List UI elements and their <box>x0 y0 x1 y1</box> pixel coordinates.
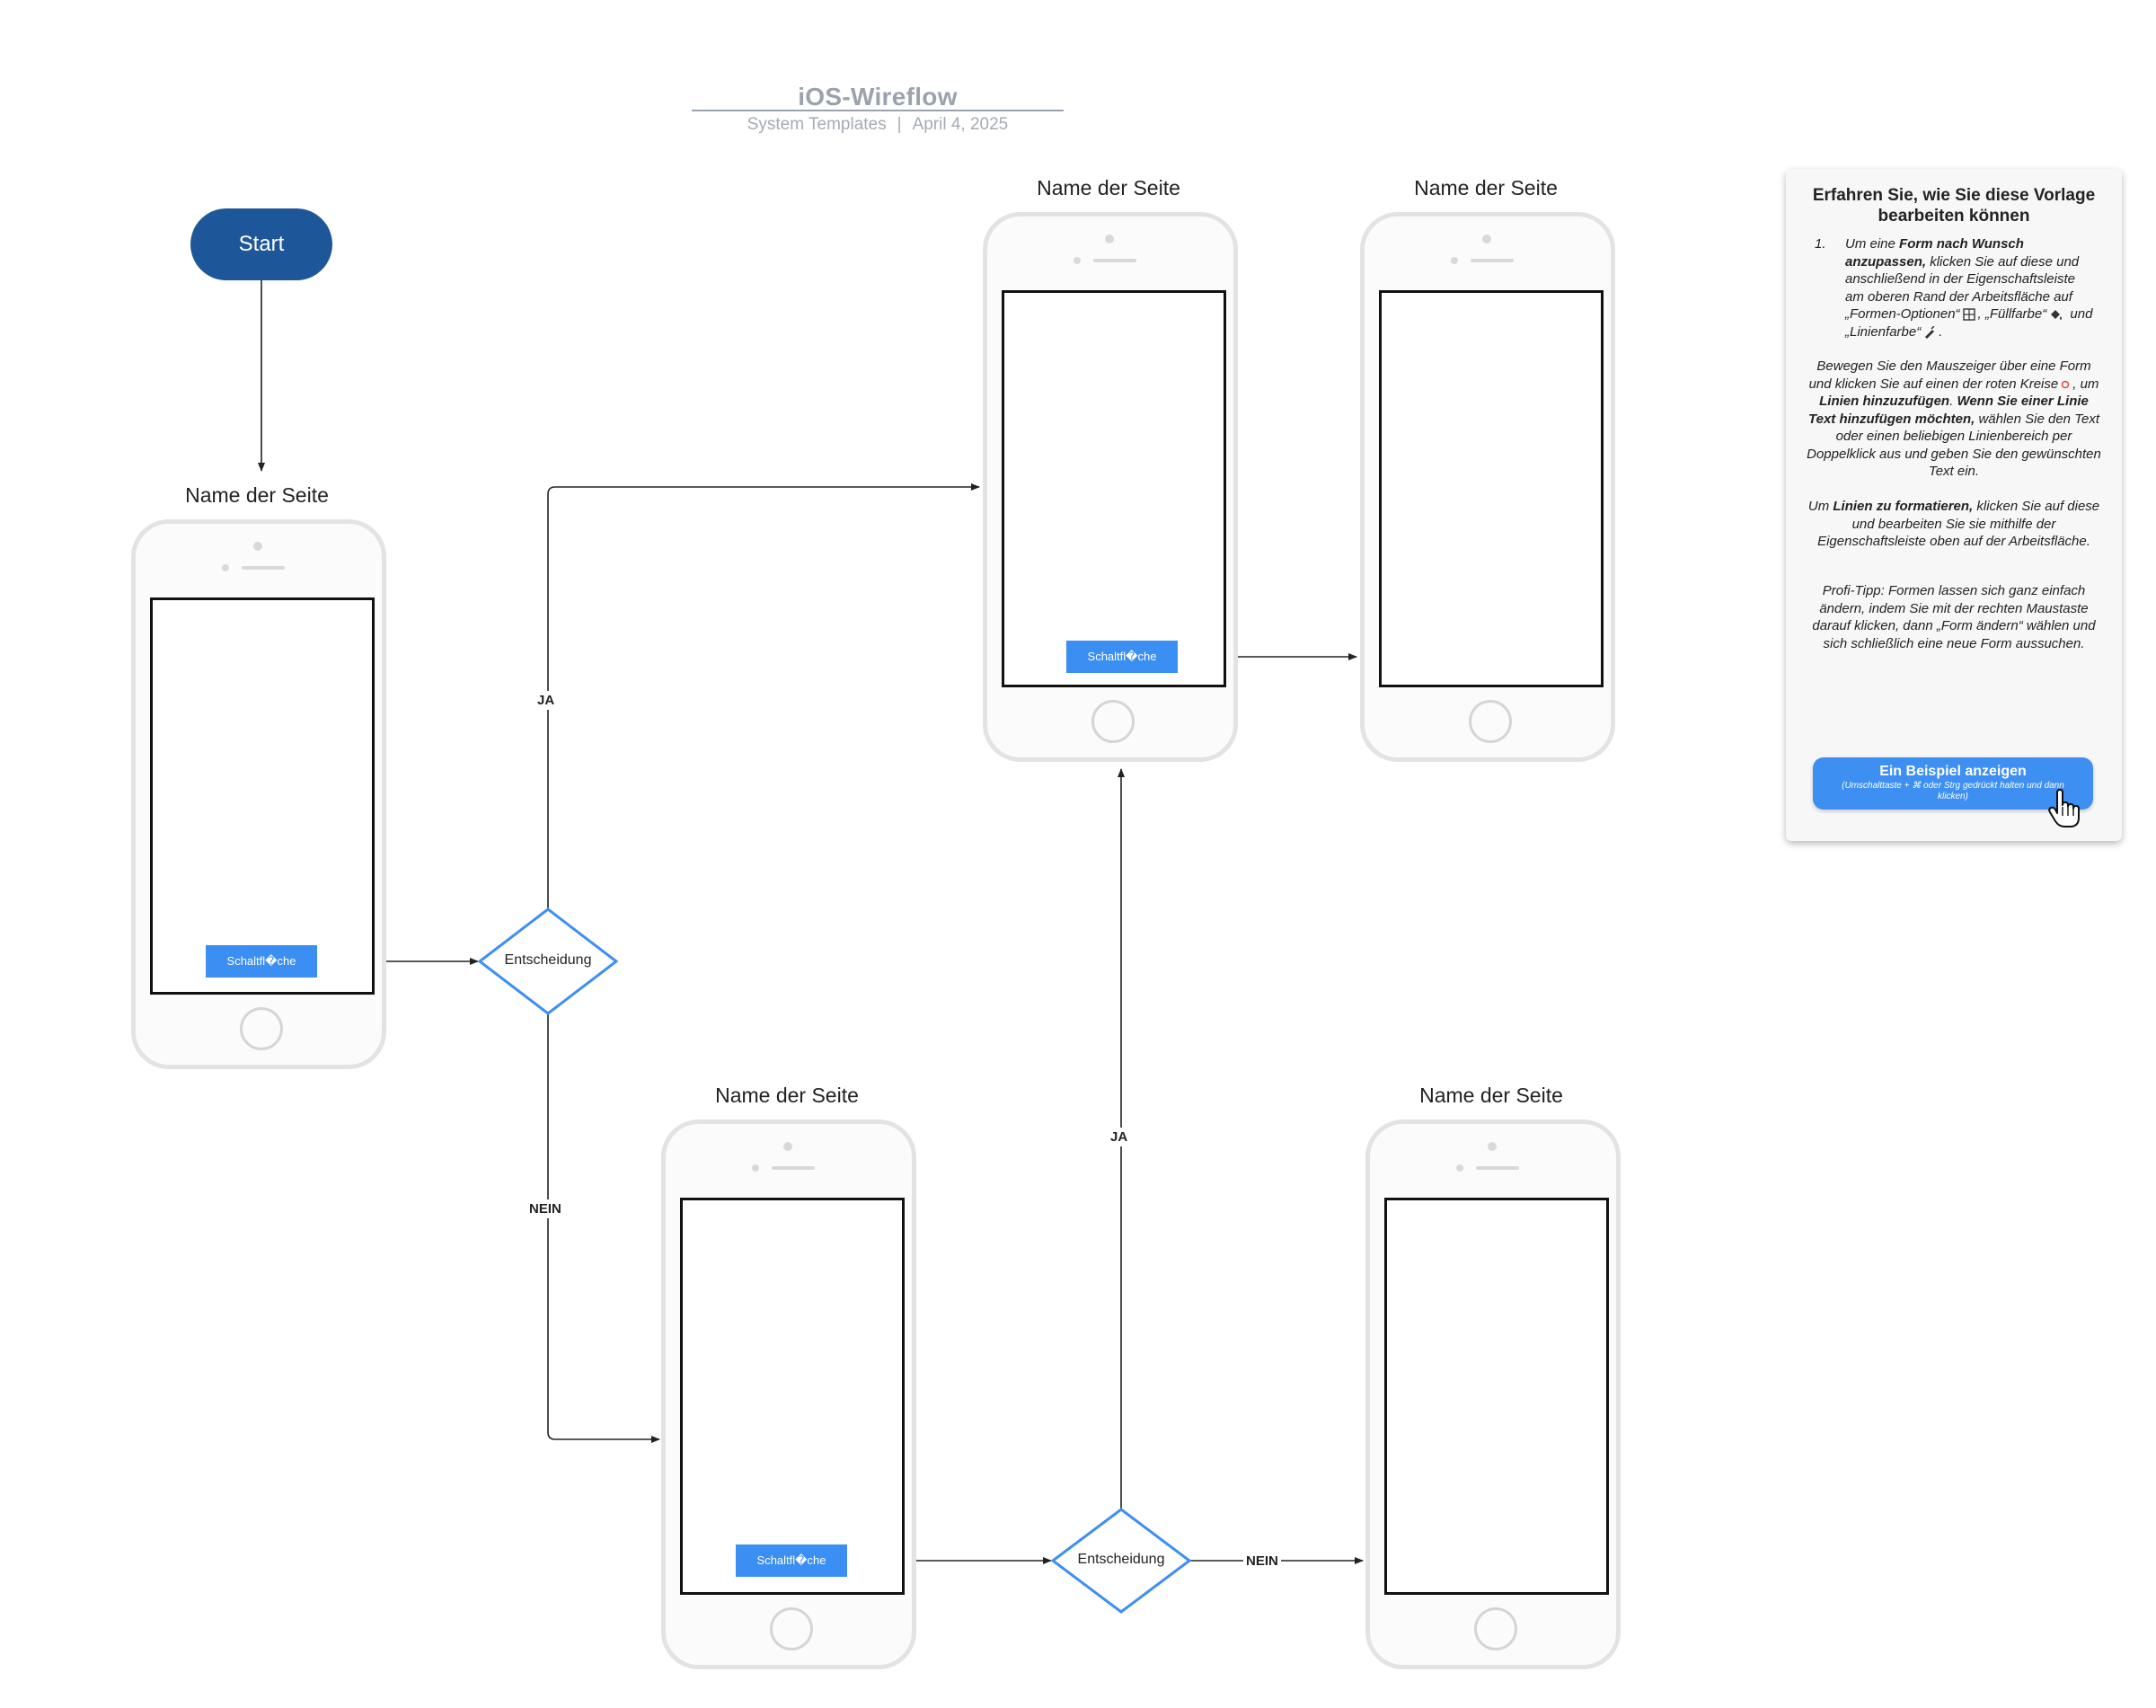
document-meta: System Templates | April 4, 2025 <box>629 115 1127 135</box>
lines-text-e: Wenn Sie einer Linie Text hinzufügen möc… <box>1808 394 2089 427</box>
phone-frame-page-1[interactable] <box>131 519 386 1069</box>
sensor-icon <box>1451 257 1458 264</box>
page-2-button[interactable]: Schaltfl�che <box>1066 641 1178 673</box>
decision-2-shape[interactable] <box>1050 1508 1192 1614</box>
show-example-label: Ein Beispiel anzeigen <box>1879 764 2027 779</box>
instructions-lines: Bewegen Sie den Mauszeiger über eine For… <box>1806 358 2102 481</box>
step-text-f: . <box>1939 323 1943 340</box>
speaker-icon <box>772 1166 815 1170</box>
step-text-a: Um eine <box>1845 236 1895 252</box>
phone-screen[interactable] <box>150 597 375 995</box>
format-text-a: Um <box>1807 499 1830 514</box>
step-text-b: Form nach Wunsch anzupassen, <box>1845 236 2024 270</box>
document-title: iOS-Wireflow <box>798 83 958 111</box>
decision-2-label[interactable]: Entscheidung <box>1077 1552 1165 1567</box>
phone-frame-page-2[interactable] <box>983 212 1238 762</box>
show-example-button[interactable]: Ein Beispiel anzeigen (Umschalttaste + ⌘… <box>1813 757 2093 810</box>
no-label-decision-1[interactable]: NEIN <box>526 1199 564 1218</box>
page-4-label[interactable]: Name der Seite <box>715 1084 859 1107</box>
lines-text-f: wählen Sie den Text oder einen beliebige… <box>1807 411 2101 480</box>
hand-pointer-icon <box>2048 789 2080 827</box>
home-button-icon <box>770 1607 813 1650</box>
page-4-button[interactable]: Schaltfl�che <box>736 1544 847 1577</box>
document-source: System Templates <box>747 115 887 134</box>
meta-divider: | <box>897 115 902 134</box>
decision-1-label[interactable]: Entscheidung <box>504 952 592 968</box>
home-button-icon <box>1469 700 1512 743</box>
page-5-label[interactable]: Name der Seite <box>1419 1084 1563 1107</box>
lines-text-c: Linien hinzuzufügen <box>1819 394 1950 409</box>
page-1-button[interactable]: Schaltfl�che <box>206 945 317 978</box>
step-text-c: klicken Sie auf diese und anschließend i… <box>1845 253 2080 323</box>
speaker-icon <box>1471 259 1514 262</box>
fill-color-icon <box>2051 310 2063 321</box>
phone-frame-page-3[interactable] <box>1360 212 1615 762</box>
sensor-icon <box>1074 257 1081 264</box>
camera-icon <box>1488 1142 1497 1151</box>
sensor-icon <box>752 1164 759 1172</box>
speaker-icon <box>1093 259 1136 262</box>
no-label-decision-2[interactable]: NEIN <box>1243 1552 1281 1571</box>
show-example-hint: (Umschalttaste + ⌘ oder Strg gedrückt ha… <box>1842 781 2064 801</box>
step-number: 1. <box>1815 236 1826 252</box>
home-button-icon <box>240 1007 283 1050</box>
home-button-icon <box>1091 700 1135 743</box>
red-circle-icon <box>2061 380 2070 388</box>
phone-frame-page-4[interactable] <box>661 1119 916 1669</box>
line-color-icon <box>1925 325 1935 339</box>
phone-screen[interactable] <box>1379 290 1604 687</box>
format-text-b: Linien zu formatieren, <box>1833 499 1974 514</box>
page-1-label[interactable]: Name der Seite <box>185 483 329 507</box>
page-3-label[interactable]: Name der Seite <box>1414 176 1558 199</box>
sensor-icon <box>222 564 229 571</box>
step-text-d: , „Füllfarbe“ <box>1977 306 2047 322</box>
lines-text-a: Bewegen Sie den Mauszeiger über eine For… <box>1808 358 2091 392</box>
speaker-icon <box>1476 1166 1519 1170</box>
phone-screen[interactable] <box>1384 1198 1609 1595</box>
step-text-e: und „Linienfarbe“ <box>1845 306 2093 340</box>
lines-text-b: , um <box>2072 376 2099 392</box>
instructions-format: Um Linien zu formatieren, klicken Sie au… <box>1806 498 2102 551</box>
instructions-title: Erfahren Sie, wie Sie diese Vorlage bear… <box>1812 186 2096 226</box>
start-node[interactable]: Start <box>190 208 332 280</box>
phone-frame-page-5[interactable] <box>1365 1119 1621 1669</box>
document-date: April 4, 2025 <box>912 115 1009 134</box>
instructions-step-1: 1. Um eine Form nach Wunsch anzupassen, … <box>1815 235 2093 341</box>
camera-icon <box>1105 235 1114 243</box>
instructions-panel[interactable]: Erfahren Sie, wie Sie diese Vorlage bear… <box>1786 169 2122 841</box>
instructions-tip: Profi-Tipp: Formen lassen sich ganz einf… <box>1812 583 2096 651</box>
page-2-label[interactable]: Name der Seite <box>1037 176 1180 199</box>
format-text-c: klicken Sie auf diese und bearbeiten Sie… <box>1817 499 2100 549</box>
shape-options-icon <box>1962 308 1975 321</box>
connector-decision-1-no[interactable] <box>547 1013 660 1443</box>
phone-screen[interactable] <box>680 1198 905 1595</box>
camera-icon <box>1482 235 1491 243</box>
title-underline <box>692 110 1064 111</box>
sensor-icon <box>1456 1164 1463 1172</box>
yes-label-decision-1[interactable]: JA <box>535 691 558 710</box>
camera-icon <box>783 1142 792 1151</box>
camera-icon <box>253 542 262 551</box>
phone-screen[interactable] <box>1002 290 1226 687</box>
home-button-icon <box>1474 1607 1517 1650</box>
yes-label-decision-2[interactable]: JA <box>1108 1128 1131 1146</box>
lines-text-d: . <box>1949 394 1954 409</box>
speaker-icon <box>242 566 285 570</box>
connector-decision-1-yes[interactable] <box>547 483 980 909</box>
decision-1-shape[interactable] <box>477 907 619 1015</box>
